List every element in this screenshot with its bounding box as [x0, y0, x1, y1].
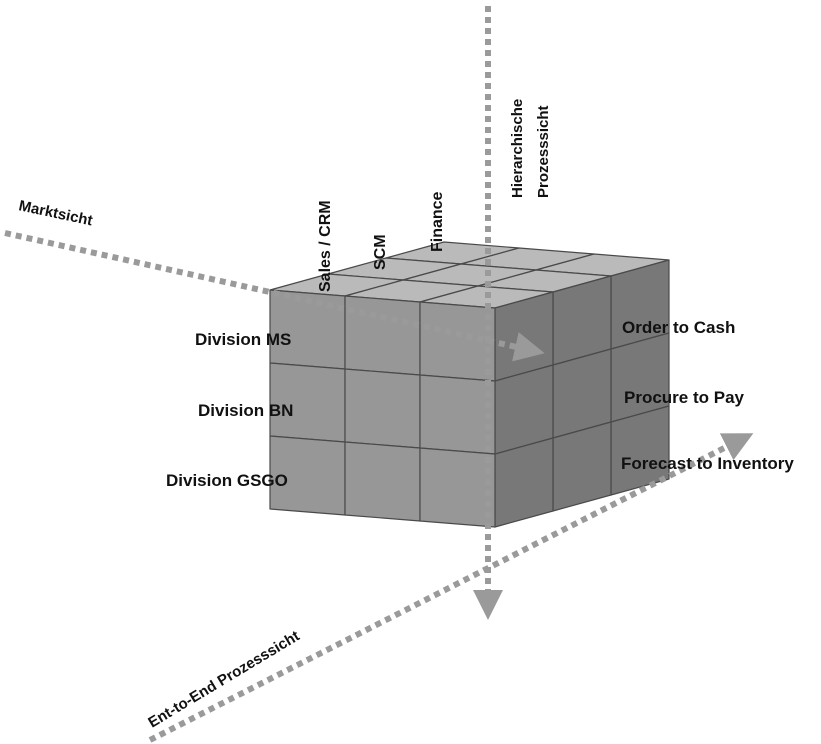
cube-side-face — [610, 405, 670, 496]
division-label-ms: Division MS — [195, 330, 291, 349]
process-label-forecast-to-inventory: Forecast to Inventory — [621, 454, 794, 473]
end-to-end-axis-line — [148, 433, 754, 743]
process-label-procure-to-pay: Procure to Pay — [624, 388, 745, 407]
process-label-order-to-cash: Order to Cash — [622, 318, 735, 337]
hierarchical-axis-label-line1: Hierarchische — [509, 99, 526, 198]
division-label-gsgo: Division GSGO — [166, 471, 288, 490]
column-label-scm: SCM — [372, 234, 389, 270]
cube-front-face — [344, 368, 421, 449]
end-to-end-axis-label: Ent-to-End Prozesssicht — [145, 628, 302, 732]
cube-front-face — [419, 447, 496, 528]
cube — [269, 241, 670, 528]
division-label-bn: Division BN — [198, 401, 293, 420]
hierarchical-axis-label-line2: Prozesssicht — [535, 105, 552, 198]
cube-front-face — [419, 374, 496, 455]
market-axis-label: Marktsicht — [17, 197, 94, 229]
market-axis-line — [4, 230, 545, 362]
column-label-finance: Finance — [429, 191, 446, 252]
cube-front-face — [419, 301, 496, 382]
cube-side-face — [552, 421, 612, 512]
column-label-sales-crm: Sales / CRM — [317, 200, 334, 292]
cube-front-face — [344, 295, 421, 376]
cube-front-face — [344, 441, 421, 522]
cube-side-face — [494, 437, 554, 528]
